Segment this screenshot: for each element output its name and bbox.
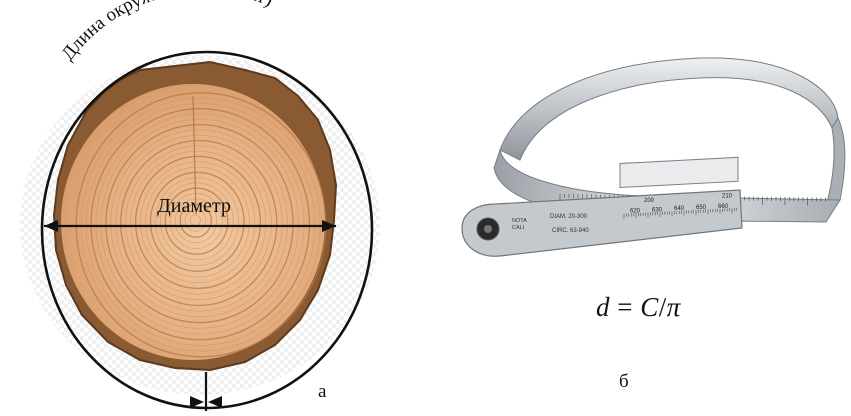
tape-plate [462,190,742,256]
circumference-label: Длина окружности (обхват) [57,0,275,64]
plate-maker-2: CALI [512,225,525,231]
window-scale-upper-number: 200 [644,198,655,204]
diameter-label: Диаметр [157,195,231,217]
plate-diam-text: DIAM. 20-300 [550,214,588,220]
panel-a: Длина окружности (обхват) Диаметр [20,0,380,411]
formula-denominator: π [667,292,681,322]
formula-numerator: C [640,292,659,322]
tape-end-arrow-right [208,396,222,408]
window-scale-number: 640 [674,206,685,212]
tape-band-back [500,58,838,160]
formula-lhs: d [596,292,610,322]
window-scale-number: 620 [630,208,641,214]
formula: d = C/π [596,292,681,323]
tape-end-arrow-left [190,396,204,408]
plate-maker-1: NOTA [512,218,527,224]
rivet-center [484,225,492,233]
panel-b-letter: б [619,371,629,393]
tape-window [620,157,738,187]
window-scale-upper-number: 210 [722,194,733,200]
window-scale-number: 660 [718,204,729,210]
plate-circ-text: CIRC. 63-940 [552,228,589,234]
formula-eq: = [617,292,633,322]
tape-band-right [826,118,845,206]
circumference-label-path: Длина окружности (обхват) [57,0,275,64]
window-scale-number: 650 [696,205,707,211]
formula-slash: / [659,292,667,322]
panel-b: 620 630 640 650 660 200 210 NOTA CALI DIAM. 20… [462,58,845,256]
panel-a-letter: а [318,381,326,403]
window-scale-number: 630 [652,207,663,213]
